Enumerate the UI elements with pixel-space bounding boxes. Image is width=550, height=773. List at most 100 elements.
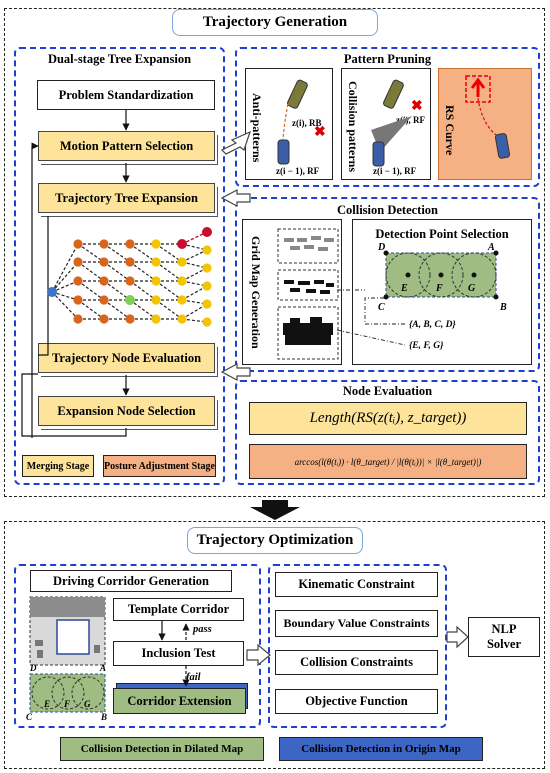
collision-patterns-label: Collision patterns — [346, 81, 360, 173]
tree-node — [202, 299, 212, 309]
kinematic-constraint-box: Kinematic Constraint — [275, 572, 438, 597]
tree-edge — [103, 261, 131, 282]
tree-edge — [103, 299, 131, 320]
opt-pt-b: B — [100, 712, 107, 722]
tree-red-node — [177, 239, 187, 249]
grid-obstacle — [283, 323, 333, 335]
tree-node — [125, 239, 135, 249]
grid-obstacle — [284, 280, 294, 284]
trajectory-node-evaluation-box: Trajectory Node Evaluation — [38, 343, 215, 373]
opt-pt-d: D — [29, 663, 37, 673]
detection-set-efg: {E, F, G} — [409, 341, 444, 351]
tree-node — [99, 295, 109, 305]
tree-edge — [103, 243, 131, 263]
collision-patterns-card — [341, 68, 431, 180]
opt-pt-c: C — [26, 712, 33, 722]
grid-obstacle — [320, 290, 330, 294]
anti-zim1-rf-label: z(i − 1), RF — [276, 166, 320, 176]
tree-root-node — [47, 287, 57, 297]
tree-edge — [129, 261, 157, 282]
legend-posture-adjustment-stage: Posture Adjustment Stage — [103, 455, 216, 477]
grid-obstacle — [324, 238, 334, 242]
tree-node — [99, 239, 109, 249]
inclusion-test-box: Inclusion Test — [113, 641, 244, 666]
grid-obstacle — [311, 236, 321, 240]
grid-map-generation-label: Grid Map Generation — [249, 235, 263, 349]
rs-curve-label: RS Curve — [443, 104, 457, 156]
grid-obstacle — [314, 280, 324, 284]
motion-pattern-selection-box: Motion Pattern Selection — [38, 131, 215, 161]
detection-links — [336, 289, 406, 346]
grid-obstacle — [304, 245, 314, 249]
dual-stage-title: Dual-stage Tree Expansion — [47, 52, 192, 66]
tree-edge — [155, 243, 183, 263]
anti-zi-rb-label: z(i), RB — [292, 118, 322, 128]
legend-dilated-map: Collision Detection in Dilated Map — [60, 737, 264, 761]
constraints-to-solver-arrow — [446, 625, 469, 649]
tree-node — [125, 276, 135, 286]
node-evaluation-panel — [235, 380, 540, 485]
tree-node — [202, 263, 212, 273]
collision-detection-panel — [235, 197, 540, 372]
tree-edge — [77, 280, 105, 301]
pt-a: A — [487, 242, 495, 253]
dual-stage-panel — [14, 47, 225, 485]
opt-pt-f: F — [63, 699, 70, 709]
tree-red-node — [202, 227, 212, 237]
panel-link-arrows — [220, 130, 469, 667]
grid-obstacle — [298, 281, 310, 285]
arccos-formula: arccos(l(θ(tᵢ)) · l(θ_target) / |l(θ(tᵢ)… — [249, 444, 527, 479]
tree-edge — [129, 299, 157, 320]
tree-node — [151, 276, 161, 286]
rs-curve-card — [438, 68, 532, 180]
anti-cross-icon: ✖ — [314, 125, 326, 140]
pt-b: B — [499, 302, 507, 313]
length-rs-formula: Length(RS(z(tᵢ), z_target)) — [249, 402, 527, 435]
tree-edge — [51, 261, 79, 293]
tree-node — [125, 257, 135, 267]
tree-node — [99, 276, 109, 286]
grid-obstacle — [306, 289, 316, 293]
tree-node — [177, 295, 187, 305]
tree-node — [73, 314, 83, 324]
solver-label: Solver — [486, 637, 522, 651]
tree-edge — [77, 299, 105, 320]
tree-node — [125, 314, 135, 324]
tree-node — [202, 245, 212, 255]
grid-obstacle — [310, 317, 322, 323]
trajectory-optimization-title: Trajectory Optimization — [187, 527, 363, 554]
legend-origin-map: Collision Detection in Origin Map — [279, 737, 483, 761]
trajectory-tree-expansion-box: Trajectory Tree Expansion — [38, 183, 215, 213]
tree-node — [73, 276, 83, 286]
tree-edge — [51, 243, 79, 293]
boundary-value-constraints-box: Boundary Value Constraints — [275, 610, 438, 637]
grid-frame — [277, 228, 339, 264]
tree-edge — [77, 243, 105, 263]
grid-obstacle — [285, 335, 331, 345]
fail-label: fail — [186, 672, 201, 683]
tree-node — [73, 295, 83, 305]
tree-node — [177, 257, 187, 267]
grid-obstacle — [290, 246, 300, 250]
anti-patterns-label: Anti-patterns — [250, 92, 264, 163]
tree-node — [151, 239, 161, 249]
collision-detection-title: Collision Detection — [336, 203, 439, 217]
anti-patterns-graphic: ✖ — [277, 79, 326, 165]
nlp-label: NLP — [491, 622, 517, 636]
trajectory-optimization-panel — [4, 521, 545, 769]
grid-map-graphic — [277, 228, 339, 360]
dual-stage-flow-arrows — [21, 110, 130, 438]
opt-pt-e: E — [43, 699, 50, 709]
grid-obstacle — [290, 318, 300, 323]
tree-node — [202, 281, 212, 291]
grid-obstacle — [284, 238, 294, 242]
pt-e: E — [400, 283, 408, 294]
pt-c: C — [378, 302, 385, 313]
tree-edge — [129, 280, 157, 301]
tree-node — [73, 257, 83, 267]
pattern-pruning-title: Pattern Pruning — [343, 52, 432, 66]
tree-node — [202, 317, 212, 327]
collision-to-eval-arrow — [220, 363, 251, 381]
constraints-panel — [268, 564, 447, 728]
